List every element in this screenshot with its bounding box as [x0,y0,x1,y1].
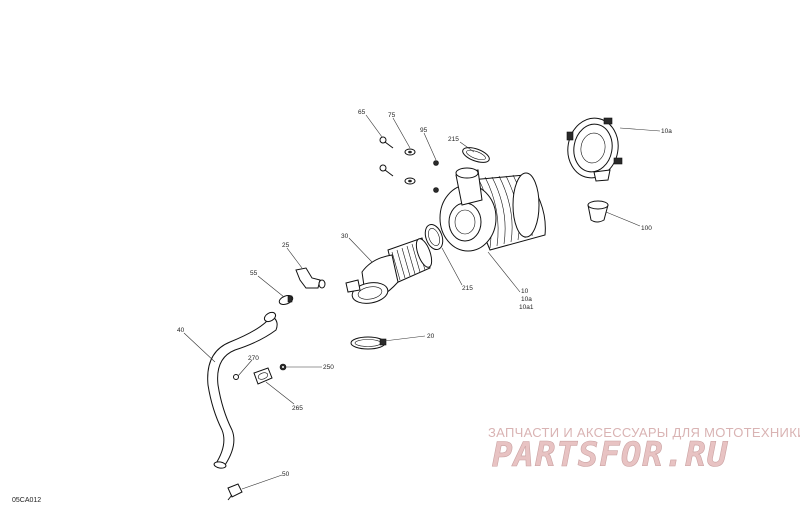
callout-20: 20 [427,333,435,340]
nut-95-b[interactable] [433,187,439,193]
air-filter-housing[interactable] [439,167,546,252]
callout-10a: 10a [521,296,532,303]
bracket-270[interactable] [233,374,239,380]
valve-100[interactable] [587,200,609,223]
leader-lines [183,114,661,490]
callout-100: 100 [641,225,652,232]
callout-labels: 65 75 95 215 10a 100 30 25 55 215 10 10a… [177,109,672,478]
callout-75: 75 [388,112,396,119]
watermark: ЗАПЧАСТИ И АКСЕССУАРЫ ДЛЯ МОТОТЕХНИКИ PA… [488,425,800,475]
watermark-subtitle: ЗАПЧАСТИ И АКСЕССУАРЫ ДЛЯ МОТОТЕХНИКИ [488,425,800,440]
filter-cover-10a[interactable] [563,114,623,182]
clamp-215-top[interactable] [461,145,491,166]
callout-10a-top: 10a [661,128,672,135]
elbow-fitting-25[interactable] [295,267,326,289]
screw-65-a[interactable] [379,136,394,149]
watermark-logo: PARTSFOR.RU [492,435,729,475]
callout-65: 65 [358,109,366,116]
callout-10: 10 [521,288,529,295]
clamp-55[interactable] [278,294,294,306]
hose-40[interactable] [207,311,278,469]
clamp-20[interactable] [350,336,387,350]
callout-25: 25 [282,242,290,249]
clamp-50[interactable] [227,483,243,501]
callout-250: 250 [323,364,334,371]
clamp-215-lower[interactable] [422,222,446,252]
callout-50: 50 [282,471,290,478]
washer-75-a[interactable] [404,148,416,156]
callout-265: 265 [292,405,303,412]
diagram-code: 05CA012 [12,497,41,504]
callout-30: 30 [341,233,349,240]
screw-65-b[interactable] [379,164,394,177]
callout-215-lower: 215 [462,285,473,292]
nut-250[interactable] [279,363,287,371]
callout-55: 55 [250,270,258,277]
callout-270: 270 [248,355,259,362]
callout-95: 95 [420,127,428,134]
callout-40: 40 [177,327,185,334]
washer-75-b[interactable] [404,177,416,185]
callout-215-top: 215 [448,136,459,143]
callout-10a1: 10a1 [519,304,534,311]
nut-95-a[interactable] [433,160,439,166]
intake-boot-30[interactable] [345,237,435,306]
clamp-265[interactable] [253,367,273,385]
